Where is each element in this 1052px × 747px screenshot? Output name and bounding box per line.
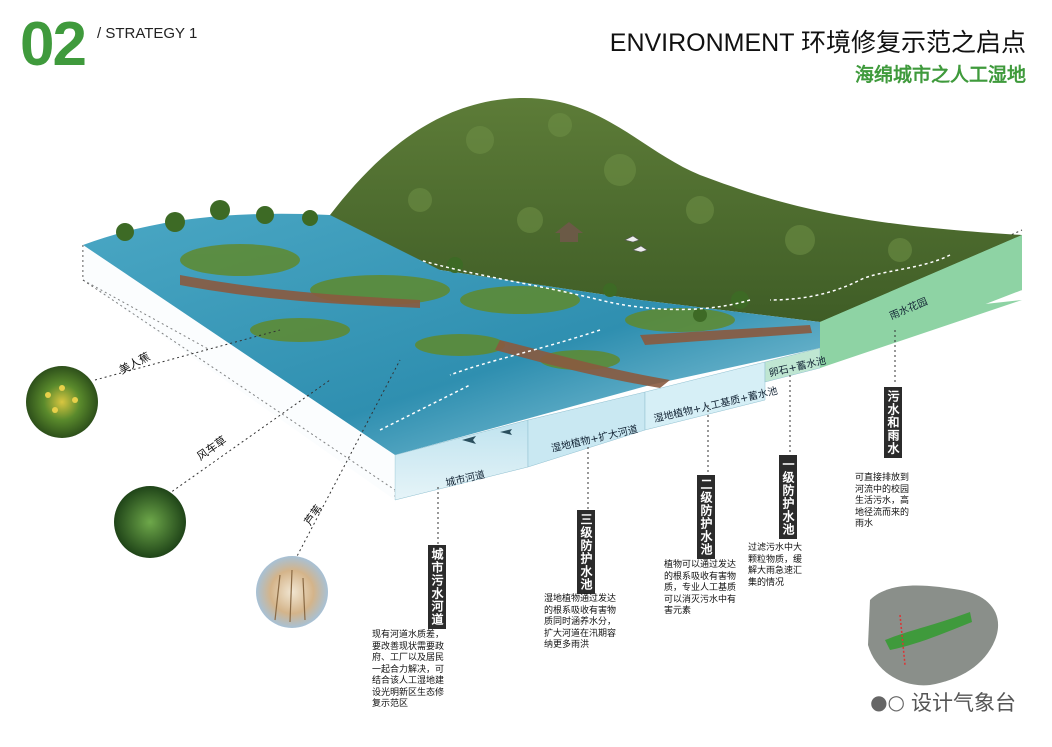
watermark: ●○ 设计气象台 — [870, 687, 1016, 717]
annotation-title-level3: 三级防护水池 — [577, 510, 595, 594]
annotation-text-level3: 湿地植物通过发达的根系吸收有害物质同时涵养水分，扩大河道在汛期容纳更多雨洪 — [544, 594, 617, 650]
plant-photo-canna — [26, 366, 98, 438]
layer-side-substrate — [644, 361, 766, 431]
annotation-text-river: 现有河道水质差，要改善现状需要政府、工厂以及居民一起合力解决，可结合该人工湿地建… — [372, 630, 445, 709]
page-subtitle: 海绵城市之人工湿地 — [854, 64, 1026, 86]
annotation-title-rainwater: 污水和雨水 — [884, 387, 902, 458]
plant-photo-umbrella-sedge — [114, 486, 186, 558]
annotation-title-level1: 一级防护水池 — [779, 455, 797, 539]
annotation-title-level2: 二级防护水池 — [697, 475, 715, 559]
page-title: ENVIRONMENT 环境修复示范之启点 — [609, 29, 1026, 57]
section-number: 02 — [20, 10, 87, 79]
annotation-text-rainwater: 可直接排放到河流中的校园生活污水，高地径流而来的雨水 — [855, 473, 910, 529]
plant-photo-reed — [256, 556, 328, 628]
strategy-label: / STRATEGY 1 — [97, 25, 198, 42]
locator-map — [868, 585, 999, 686]
pavilion — [555, 222, 583, 242]
annotation-title-river: 城市污水河道 — [428, 545, 446, 629]
hill — [330, 97, 1022, 322]
annotation-text-level2: 植物可以通过发达的根系吸收有害物质，专业人工基质可以消灭污水中有害元素 — [664, 560, 737, 616]
annotation-text-level1: 过滤污水中大颗粒物质，缓解大雨急速汇集的情况 — [748, 543, 803, 588]
wechat-icon: ●○ — [870, 690, 905, 714]
watermark-text: 设计气象台 — [911, 691, 1016, 715]
